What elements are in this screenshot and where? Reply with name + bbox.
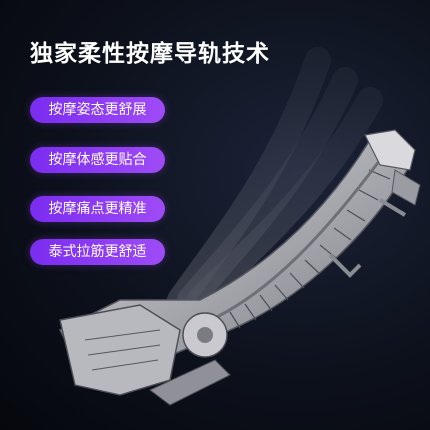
page-title: 独家柔性按摩导轨技术 (30, 41, 270, 67)
rail-top-bracket (364, 129, 421, 206)
feature-badge-fit: 按摩体感更贴合 (30, 147, 165, 173)
feature-badge-stretch: 泰式拉筋更舒适 (30, 239, 165, 265)
feature-badge-precision: 按摩痛点更精准 (30, 196, 165, 222)
rail-support-struts (328, 198, 407, 278)
rail-base-mechanism (59, 304, 231, 406)
rail-motion-trail (167, 47, 383, 313)
feature-badge-posture: 按摩姿态更舒展 (30, 97, 165, 123)
